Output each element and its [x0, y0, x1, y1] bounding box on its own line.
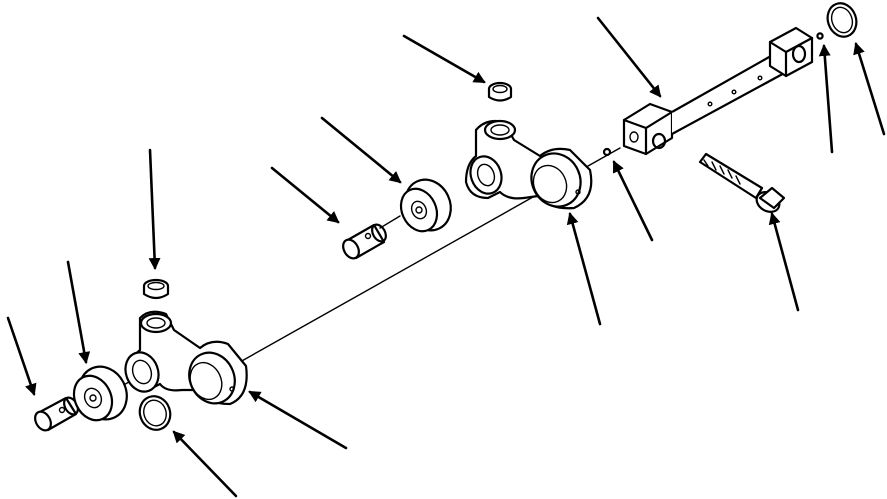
roller-pin-center — [342, 223, 387, 260]
support-block — [622, 102, 674, 156]
arrow-plug-center — [402, 34, 486, 84]
roller-pin-left — [34, 396, 79, 432]
arrow-roller-center — [320, 116, 402, 184]
arrow-rocker-arm-left — [248, 390, 348, 450]
end-ring — [826, 2, 858, 38]
arrow-support-block — [596, 16, 662, 98]
arrow-ball — [612, 160, 654, 242]
arrow-roller-pin-left — [6, 316, 37, 396]
arrow-shaft-end-ball — [818, 44, 834, 154]
leader-arrows — [6, 16, 886, 498]
arrow-rocker-arm-center — [566, 212, 602, 326]
snap-ring — [138, 395, 172, 431]
plug-center — [487, 81, 513, 102]
plug-left — [142, 278, 170, 300]
arrow-roller-left — [66, 260, 91, 364]
bolt — [698, 152, 786, 213]
roller-center — [399, 178, 452, 233]
ball — [816, 32, 824, 40]
arrow-bolt — [768, 212, 800, 312]
ball — [602, 147, 612, 157]
arrow-plug-left — [148, 148, 161, 270]
rocker-arm-left — [124, 310, 248, 406]
arrow-roller-pin-center — [270, 166, 340, 224]
roller-left — [72, 365, 128, 422]
rocker-arm-center — [464, 119, 593, 210]
arrow-snap-ring — [172, 430, 238, 498]
arrow-end-ring — [853, 42, 886, 136]
shaft-end-block — [671, 26, 814, 135]
